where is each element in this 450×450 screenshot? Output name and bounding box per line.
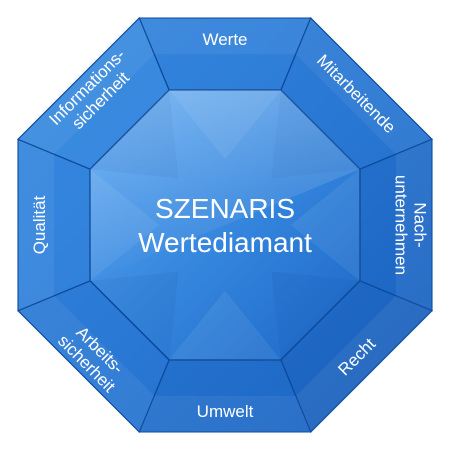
label-werte: Werte bbox=[202, 30, 247, 49]
segment-bevel bbox=[139, 18, 311, 55]
decorative-facets bbox=[90, 90, 360, 360]
segment-bevel bbox=[18, 295, 155, 432]
center-title-line1: SZENARIS bbox=[155, 193, 295, 224]
segment-bevel bbox=[395, 139, 432, 311]
facet-shard bbox=[169, 290, 281, 360]
segment-bevel bbox=[295, 18, 432, 155]
segment-bevel bbox=[18, 18, 155, 155]
label-line: Nach- bbox=[411, 202, 430, 247]
facet-shard bbox=[90, 271, 179, 360]
label-line: Qualität bbox=[30, 195, 49, 254]
center-title-line2: Wertediamant bbox=[138, 227, 312, 258]
segment-bevel bbox=[139, 395, 311, 432]
label-nachunternehmen: Nach-unternehmen bbox=[392, 175, 430, 275]
label-line: Werte bbox=[202, 30, 247, 49]
segment-bevel bbox=[295, 295, 432, 432]
facet-shard bbox=[290, 169, 360, 281]
label-umwelt: Umwelt bbox=[197, 402, 254, 421]
segment-bevel bbox=[18, 139, 55, 311]
label-qualitaet: Qualität bbox=[30, 195, 49, 254]
inner-shine bbox=[90, 90, 360, 281]
facet-shard bbox=[271, 271, 360, 360]
label-line: unternehmen bbox=[392, 175, 411, 275]
label-line: Umwelt bbox=[197, 402, 254, 421]
segment-facets bbox=[16, 16, 434, 434]
